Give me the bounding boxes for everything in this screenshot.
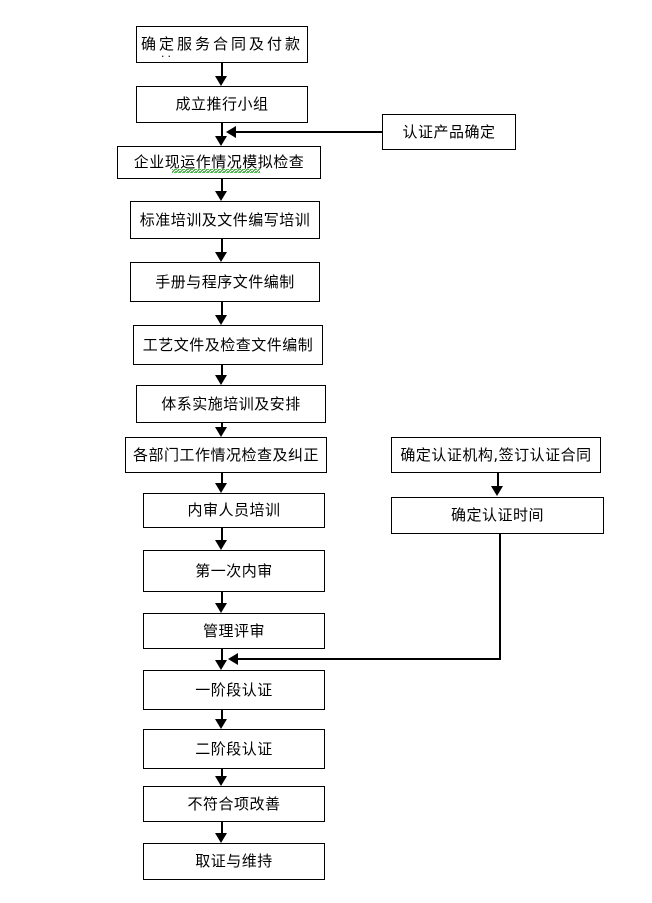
arrowhead-n4-n5 (215, 252, 227, 262)
connector-n6-n7 (221, 365, 223, 375)
side-node-confirm-certification-date[interactable]: 确定认证时间 (391, 497, 604, 534)
connector-n12-n13 (221, 710, 223, 719)
flow-node-stage-two-certification[interactable]: 二阶段认证 (143, 729, 325, 769)
flow-node-label: 体系实施培训及安排 (161, 394, 301, 413)
flow-node-process-inspection-docs[interactable]: 工艺文件及检查文件编制 (133, 325, 323, 365)
flow-node-label: 标准培训及文件编写培训 (139, 210, 311, 229)
spellcheck-squiggle (171, 168, 261, 173)
flow-node-manual-procedure-docs[interactable]: 手册与程序文件编制 (130, 262, 320, 302)
flow-node-nonconformity-improvement[interactable]: 不符合项改善 (143, 786, 325, 822)
connector-n2-n3 (221, 123, 223, 136)
arrowhead-n10-n11 (215, 603, 227, 613)
arrowhead-n7-n8 (215, 427, 227, 437)
connector-n4-n5 (221, 239, 223, 252)
flow-node-stage-one-certification[interactable]: 一阶段认证 (143, 670, 325, 710)
flow-node-label: 手册与程序文件编制 (155, 272, 295, 291)
arrowhead-n1-n2 (215, 76, 227, 86)
side-node-label: 确定认证时间 (450, 506, 544, 525)
flow-node-establish-team[interactable]: 成立推行小组 (136, 86, 308, 123)
stray-dot-mark: .. (161, 47, 174, 60)
flow-node-label: 确定服务合同及付款 (140, 35, 303, 54)
arrowhead-n9-n10 (215, 540, 227, 550)
flow-node-simulated-inspection[interactable]: 企业现运作情况模拟检查 (117, 146, 321, 179)
connector-n1-n2 (221, 63, 223, 78)
flow-node-label: 企业现运作情况模拟检查 (133, 153, 305, 173)
side-node-select-cert-body-sign-contract[interactable]: 确定认证机构,签订认证合同 (391, 437, 601, 473)
connector-n11-n12 (221, 649, 223, 660)
side-node-label: 认证产品确定 (402, 122, 496, 141)
flow-node-label: 一阶段认证 (195, 680, 273, 699)
flow-node-system-implementation-training[interactable]: 体系实施培训及安排 (136, 385, 326, 423)
flow-node-label: 各部门工作情况检查及纠正 (132, 445, 319, 464)
connector-n9-n10 (221, 528, 223, 540)
flow-node-label: 工艺文件及检查文件编制 (142, 335, 314, 354)
connector-n3-n4 (221, 179, 223, 191)
connector-n5-n6 (221, 302, 223, 315)
arrowhead-n13-n14 (215, 776, 227, 786)
connector-s3-to-spine (238, 658, 501, 660)
arrowhead-n6-n7 (215, 375, 227, 385)
flow-node-department-check-correction[interactable]: 各部门工作情况检查及纠正 (125, 437, 327, 473)
flow-node-obtain-maintain-certificate[interactable]: 取证与维持 (143, 843, 325, 880)
flow-node-internal-auditor-training[interactable]: 内审人员培训 (143, 493, 325, 528)
arrowhead-n14-n15 (215, 833, 227, 843)
arrowhead-n11-n12 (215, 660, 227, 670)
arrowhead-n2-n3 (215, 136, 227, 146)
connector-s3-down (499, 534, 501, 660)
connector-s2-s3 (497, 473, 499, 486)
flow-node-standard-training[interactable]: 标准培训及文件编写培训 (130, 201, 320, 239)
connector-n8-n9 (221, 473, 223, 483)
connector-n10-n11 (221, 592, 223, 603)
flow-node-label: 第一次内审 (195, 561, 273, 580)
flow-node-label: 不符合项改善 (187, 794, 281, 813)
arrowhead-s2-s3 (491, 486, 503, 496)
arrowhead-s3-to-spine (228, 653, 238, 665)
flow-node-label: 取证与维持 (195, 852, 273, 871)
flow-node-management-review[interactable]: 管理评审 (143, 613, 325, 649)
side-node-label: 确定认证机构,签订认证合同 (400, 445, 592, 464)
flow-node-service-contract[interactable]: 确定服务合同及付款 .. (136, 26, 308, 63)
connector-n7-n8 (221, 423, 223, 427)
arrowhead-s1-to-spine (226, 126, 236, 138)
flow-node-label: 二阶段认证 (195, 739, 273, 758)
flow-node-label: 成立推行小组 (175, 95, 269, 114)
arrowhead-n12-n13 (215, 719, 227, 729)
flow-node-label: 管理评审 (202, 621, 265, 640)
arrowhead-n3-n4 (215, 191, 227, 201)
connector-n14-n15 (221, 822, 223, 833)
side-node-certified-product-confirmation[interactable]: 认证产品确定 (382, 114, 516, 150)
arrowhead-n8-n9 (215, 483, 227, 493)
flow-node-label: 内审人员培训 (187, 501, 281, 520)
connector-s1-to-spine (236, 131, 382, 133)
connector-n13-n14 (221, 769, 223, 776)
arrowhead-n5-n6 (215, 315, 227, 325)
flow-node-first-internal-audit[interactable]: 第一次内审 (143, 550, 325, 592)
